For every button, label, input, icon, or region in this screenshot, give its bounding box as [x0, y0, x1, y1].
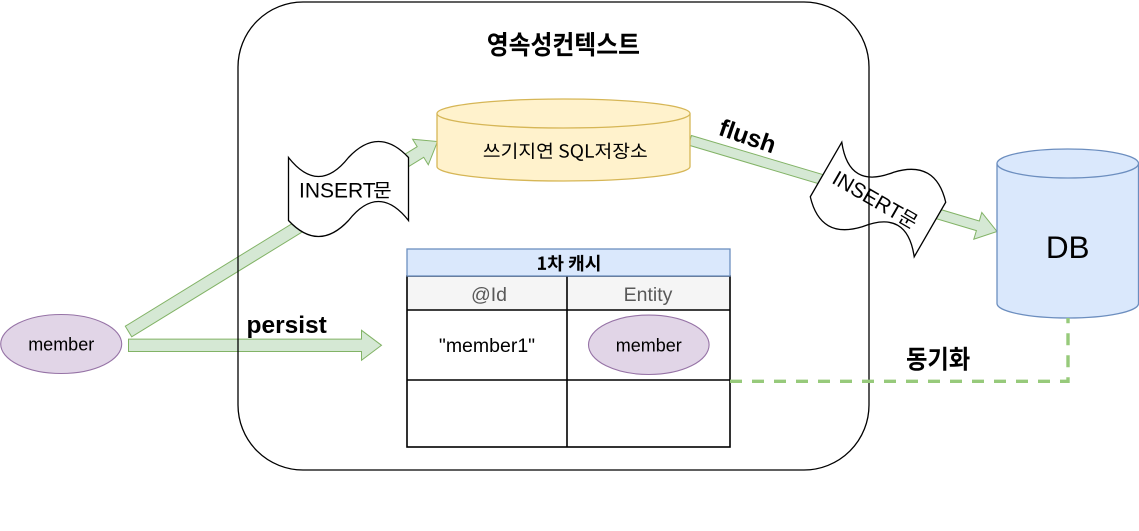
- svg-text:member: member: [28, 335, 94, 355]
- svg-text:persist: persist: [247, 312, 327, 339]
- svg-text:@Id: @Id: [471, 284, 507, 306]
- svg-text:member: member: [616, 336, 682, 356]
- svg-text:Entity: Entity: [624, 284, 673, 306]
- svg-text:INSERT: INSERT: [299, 179, 376, 202]
- svg-text:"member1": "member1": [439, 335, 535, 357]
- svg-text:DB: DB: [1046, 229, 1090, 265]
